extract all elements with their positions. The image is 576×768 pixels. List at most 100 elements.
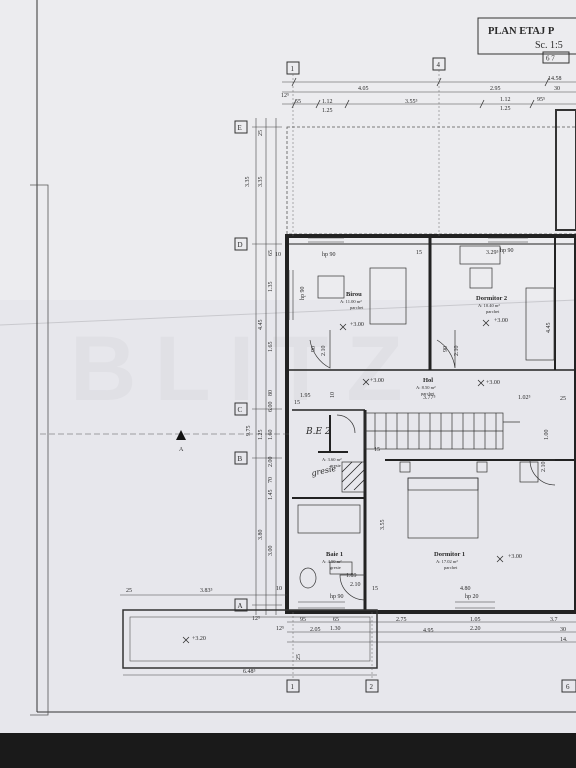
dim-b-25: 25 (126, 588, 132, 594)
bottom-dark-band (0, 733, 576, 768)
desk-dormitor2 (459, 245, 501, 265)
left-margin-strip (30, 184, 49, 716)
dim-left-300: 3.00 (268, 546, 274, 557)
axis-1-bottom (286, 679, 300, 693)
door-dim-210b: 2.10 (454, 346, 460, 357)
section-arrow (176, 430, 186, 440)
dim-left-355: 3.55 (380, 520, 386, 531)
dim-r-377: 3.77⁵ (423, 395, 436, 401)
terrace-outline (122, 609, 378, 669)
win-hp90-c: hp 90 (330, 594, 344, 600)
dim-top-d: 3.55⁵ (405, 99, 418, 105)
axis-1-bottom-label: 1 (291, 683, 295, 691)
room-dormitor1-name: Dormitor 1 (434, 551, 465, 558)
axis-2-bottom (365, 679, 379, 693)
dim-left-12: 12⁵ (252, 616, 260, 622)
axis-2-bottom-label: 2 (370, 683, 374, 691)
room-dormitor2-area: A: 10.40 m² (478, 303, 500, 308)
room-baie2-area: A: 3.60 m² (322, 457, 342, 462)
win-hp90-a: hp 90 (322, 252, 336, 258)
room-baie1-area: A: 4.50 m² (322, 559, 342, 564)
dim-left-160: 1.60 (268, 430, 274, 441)
title-block (477, 17, 576, 55)
wardrobe-dormitor1 (519, 461, 539, 483)
room-dormitor2-floor: parchet (486, 309, 500, 314)
dim-r-15: 15 (416, 250, 422, 256)
axis-1-top-label: 1 (291, 65, 295, 73)
floor-plan-drawing: PLAN ETAJ P Sc. 1:5 BLITZ 1 4 6 7 14.58 … (0, 0, 576, 716)
room-birou-level: +3.00 (350, 322, 364, 328)
dim-r-445: 4.45 (546, 323, 552, 334)
bed-headboard (407, 477, 479, 491)
dim-left-135: 1.35 (268, 282, 274, 293)
axis-guides (292, 70, 440, 680)
room-hol-right-level: +3.00 (486, 380, 500, 386)
dim-b-25b: 25 (296, 654, 302, 660)
axis-6-bottom (561, 679, 576, 693)
win-hp90-left: hp 90 (300, 287, 306, 301)
nightstand-right (476, 461, 488, 473)
plan-title: PLAN ETAJ P (488, 26, 555, 37)
room-hol-floor: parchet (421, 391, 435, 396)
win-hp20: hp 20 (465, 594, 479, 600)
right-wall-upper (555, 109, 576, 231)
toilet (299, 567, 317, 589)
axis-b-label: B (238, 455, 243, 463)
door-dim-210c: 2.10 (541, 462, 547, 473)
axis-4-top-label: 4 (437, 61, 441, 69)
axis-d-label: D (238, 241, 243, 249)
dim-b-14: 14. (560, 637, 568, 643)
door-dim-90b: 90 (443, 346, 449, 352)
axis-a (234, 598, 248, 612)
axis-d (234, 237, 248, 251)
dim-left-335b: 3.35 (258, 177, 264, 188)
terrace-inner (129, 616, 371, 662)
dim-b-37: 3.7 (550, 617, 558, 623)
dim-top-e: 1.25 (500, 106, 511, 112)
bed-dormitor2 (525, 287, 555, 361)
axis-a-label: A (238, 602, 243, 610)
chair-dormitor2 (469, 267, 493, 289)
section-label: A (179, 447, 184, 453)
dim-r-100: 1.00 (544, 430, 550, 441)
room-left-hall-level: +3.00 (370, 378, 384, 384)
left-dims: 3.35 3.35 4.45 1.65 1.35 9.75 1.25 1.60 … (245, 130, 274, 622)
dim-left-600: 6.00 (268, 402, 274, 413)
watermark: BLITZ (70, 318, 421, 420)
dim-b-205: 2.05 (310, 627, 321, 633)
staircase (364, 412, 520, 450)
dim-b-130: 1.30 (330, 626, 341, 632)
door-swings (309, 330, 556, 601)
dim-top-k: 30 (554, 86, 560, 92)
dim-i-10: 10 (276, 586, 282, 592)
room-birou-floor: parchet (350, 305, 364, 310)
room-birou-name: Birou (346, 291, 362, 298)
dim-r-10: 10 (275, 252, 281, 258)
dim-left-380: 3.80 (258, 530, 264, 541)
terrace-level: +3.20 (192, 636, 206, 642)
dim-b-495: 4.95 (423, 628, 434, 634)
room-dormitor1-area: A: 17.02 m² (436, 559, 458, 564)
dim-left-10: 10 (330, 392, 336, 398)
axis-c (234, 402, 248, 416)
dim-left-125: 1.25 (258, 430, 264, 441)
dim-left-15: 15 (294, 400, 300, 406)
dim-i-189: 1.89 (346, 573, 357, 579)
dim-b-105: 1.05 (470, 617, 481, 623)
axis-b (234, 451, 248, 465)
room-hol-area: A: 8.50 m² (416, 385, 436, 390)
door-dim-90a: 90 (311, 346, 317, 352)
axis-e (234, 120, 248, 134)
plan-scale: Sc. 1:5 (535, 40, 563, 51)
dim-left-145: 1.45 (268, 490, 274, 501)
dim-top-h: 1.25 (322, 108, 333, 114)
axis-c-label: C (238, 406, 243, 414)
room-birou-area: A: 11.00 m² (340, 299, 362, 304)
dim-top-i: 95⁵ (537, 97, 545, 103)
dim-top-a: 4.05 (358, 86, 369, 92)
dim-i-15: 15 (372, 586, 378, 592)
dim-b-12: 12⁵ (276, 626, 284, 632)
dim-b-275: 2.75 (396, 617, 407, 623)
dim-left-65: 65 (268, 250, 274, 256)
room-dormitor2-level: +3.00 (494, 318, 508, 324)
